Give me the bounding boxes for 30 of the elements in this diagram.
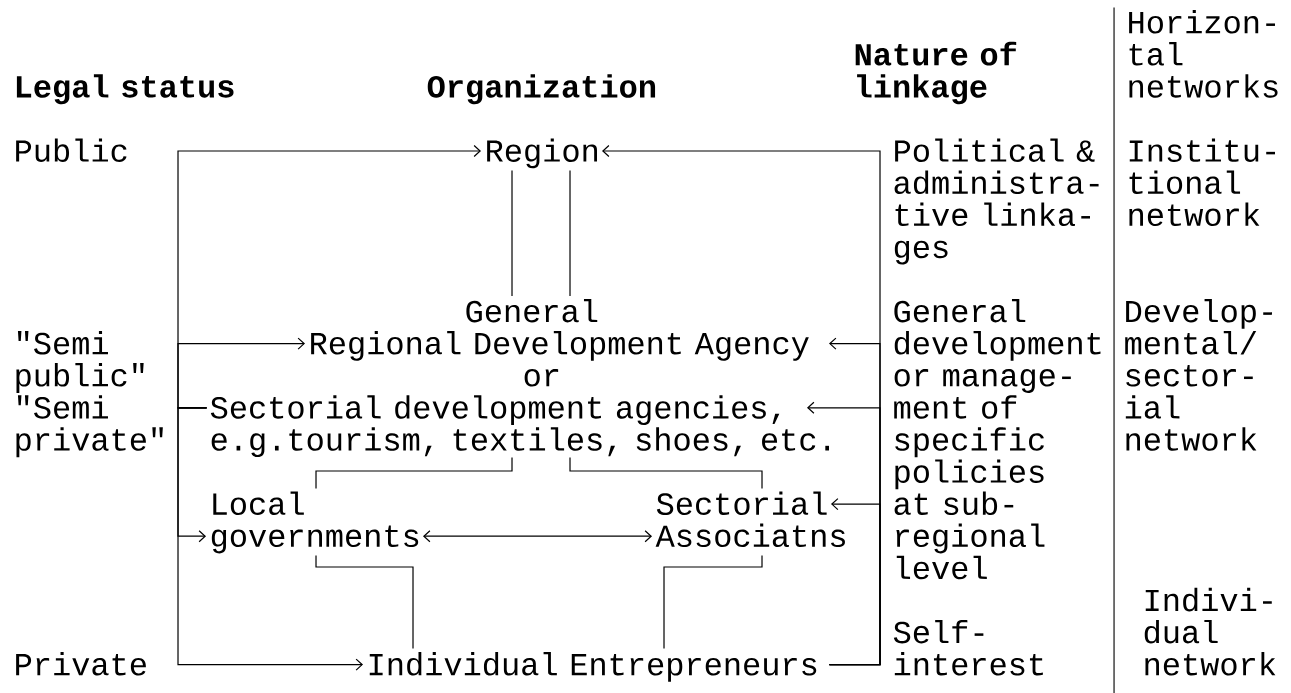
organization-label: Sectorial development agencies, e.g.tourism, textiles, shoes, etc. bbox=[210, 395, 829, 458]
network-label: Indivi- dual network bbox=[1144, 587, 1276, 676]
status-label: "Semi private" bbox=[16, 395, 163, 458]
connector-line bbox=[569, 457, 763, 489]
arrow bbox=[177, 337, 305, 409]
organization-label: Sectorial Associatns bbox=[655, 491, 845, 548]
network-label: Institu- tional network bbox=[1129, 138, 1275, 227]
column-heading: Legal status bbox=[16, 74, 234, 105]
arrow bbox=[177, 407, 363, 671]
arrow bbox=[423, 530, 652, 543]
status-label: "Semi public" bbox=[16, 331, 144, 393]
status-label: Public bbox=[16, 138, 127, 162]
connector-line bbox=[663, 555, 763, 649]
connector-line bbox=[569, 170, 571, 297]
connector-line bbox=[315, 555, 414, 649]
linkage-text: Self- interest bbox=[893, 619, 1043, 676]
column-heading: Horizon- tal networks bbox=[1129, 10, 1278, 98]
linkage-text: Political & administra- tive linka- ges bbox=[894, 138, 1099, 265]
status-label: Private bbox=[16, 652, 146, 676]
connector-line bbox=[511, 170, 513, 297]
column-heading: Organization bbox=[427, 74, 656, 105]
organization-label: Individual Entrepreneurs bbox=[369, 652, 817, 682]
organization-label: Region bbox=[487, 138, 597, 169]
arrow bbox=[829, 498, 881, 666]
organization-label: Local governments bbox=[211, 491, 419, 554]
connective-word: or bbox=[524, 369, 559, 387]
connector-line bbox=[315, 457, 513, 489]
linkage-text: General development or manage- ment of specific policies at sub- regional level bbox=[894, 298, 1101, 580]
network-label: Develop- mental/ sector- ial network bbox=[1125, 298, 1272, 451]
column-heading: Nature of linkage bbox=[855, 41, 1017, 105]
